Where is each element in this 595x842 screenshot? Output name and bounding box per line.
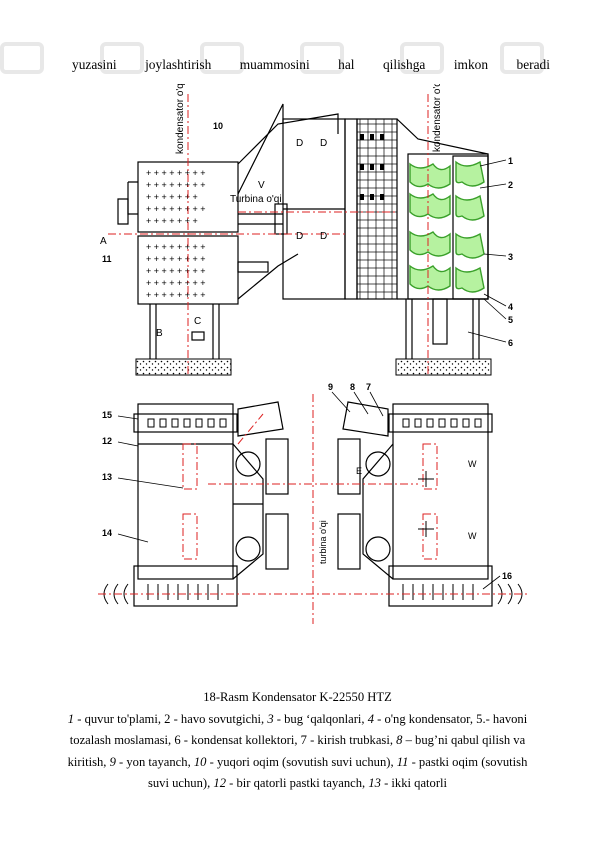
caption-num: 4 (367, 711, 374, 726)
caption-num: 11 (396, 754, 409, 769)
word: imkon (453, 57, 489, 72)
letter-e: E (356, 466, 362, 476)
turbina-oqi-label: Turbina o'qi (230, 194, 282, 205)
word: beradi (516, 57, 550, 72)
number-12: 12 (102, 436, 112, 446)
lower-labels: turbina o'qi E W W (318, 459, 477, 564)
caption-num: 1 (67, 711, 75, 726)
word: hal (338, 57, 355, 72)
svg-text:+ + + + + + + +: + + + + + + + + (146, 290, 206, 300)
caption-num: 3 (267, 711, 274, 726)
letter-v: V (258, 180, 265, 191)
number-5: 5 (508, 315, 513, 325)
watermark-frame (400, 42, 444, 74)
caption-num: 13 (368, 776, 381, 790)
caption-num: , 12 (207, 776, 226, 790)
caption-text: - quvur to'plami, 2 - havo sovutgichi, (74, 711, 268, 726)
figure-caption: 18-Rasm Kondensator K-22550 HTZ 1 - quvu… (60, 687, 535, 795)
watermark-frame (500, 42, 544, 74)
red-axis-lines-lower (98, 394, 528, 624)
number-14: 14 (102, 528, 112, 538)
lower-number-labels: 9 8 7 15 12 13 14 16 (102, 382, 512, 581)
word: muammosini (239, 57, 310, 72)
number-3: 3 (508, 252, 513, 262)
svg-text:+ + + + + + + +: + + + + + + + + (146, 278, 206, 288)
bolt-rows (147, 418, 482, 600)
condenser-technical-drawing: + + + + + + + + + + + + + + + + + + + + … (98, 84, 528, 624)
tube-grid-center (356, 118, 398, 300)
watermark-frame (300, 42, 344, 74)
red-axis-lines-upper (108, 94, 429, 374)
caption-title: 18-Rasm Kondensator K-22550 HTZ (203, 690, 392, 704)
foundation-right (395, 358, 492, 376)
foundation-left (135, 358, 232, 376)
lower-left-condenser (133, 403, 264, 607)
inlet-trunks (237, 401, 389, 437)
number-8: 8 (350, 382, 355, 392)
caption-text: - o'ng kondensator, 5.- havoni tozalash … (69, 711, 528, 748)
watermark-frame (200, 42, 244, 74)
letter-w: W (468, 531, 477, 541)
letter-d: D (320, 138, 327, 149)
svg-text:+ + + + + + + +: + + + + + + + + (146, 168, 206, 178)
caption-text: - bug ‘qalqonlari, (273, 711, 368, 726)
word: yuzasini (72, 57, 117, 72)
watermark-frame (100, 42, 144, 74)
lower-leader-lines (117, 391, 501, 590)
plus-marks-left: + + + + + + + + + + + + + + + + + + + + … (146, 168, 206, 300)
svg-text:+ + + + + + + +: + + + + + + + + (146, 242, 206, 252)
caption-num: 9 (109, 754, 116, 769)
caption-num: 10 (193, 754, 207, 769)
caption-num: 8 (396, 733, 403, 747)
svg-text:+ + + + + + + +: + + + + + + + + (146, 266, 206, 276)
caption-text: - ikki qatorli (380, 776, 448, 790)
letter-w: W (468, 459, 477, 469)
cross-marks (418, 471, 434, 537)
number-13: 13 (102, 472, 112, 482)
supports-upper (149, 298, 480, 359)
turbina-oqi-bottom-label: turbina o'qi (318, 520, 328, 564)
caption-text: – bug’ni qabul qilish va kiritish, (67, 733, 526, 769)
upper-labels: kondensator o'qi kondensator o'qi Turbin… (100, 84, 443, 339)
svg-text:+ + + + + + +: + + + + + + + (146, 216, 198, 226)
green-tube-bundles (409, 160, 485, 293)
body-text-line: yuzasini joylashtirish muammosini hal qi… (72, 57, 550, 73)
number-16: 16 (502, 571, 512, 581)
svg-text:+ + + + + + +: + + + + + + + (146, 192, 198, 202)
number-1: 1 (508, 156, 513, 166)
svg-text:+ + + + + + + +: + + + + + + + + (146, 254, 206, 264)
svg-text:+ + + + + + + +: + + + + + + + + (146, 180, 206, 190)
number-11: 11 (102, 254, 112, 264)
right-condenser-upper (396, 118, 489, 300)
leader-lines-right (467, 159, 507, 343)
word: qilishga (382, 57, 426, 72)
upper-number-labels: 10 1 2 3 4 5 6 11 (102, 121, 513, 348)
letter-a: A (100, 236, 107, 247)
number-15: 15 (102, 410, 112, 420)
caption-text: - pastki oqim (sovutish suvi uchun) (147, 754, 528, 791)
center-dots (360, 134, 384, 200)
turbine-exhaust-center (235, 438, 391, 570)
number-2: 2 (508, 180, 513, 190)
kondensator-oqi-left-label: kondensator o'qi (175, 84, 186, 154)
lower-right-condenser (362, 403, 493, 607)
number-9: 9 (328, 382, 333, 392)
caption-text: - yon tayanch, (115, 754, 194, 769)
svg-text:+ + + + + + + +: + + + + + + + + (146, 204, 206, 214)
letter-d: D (296, 138, 303, 149)
number-6: 6 (508, 338, 513, 348)
number-4: 4 (508, 302, 513, 312)
number-10: 10 (213, 121, 223, 131)
watermark-frame (0, 42, 44, 74)
word: joylashtirish (145, 57, 212, 72)
letter-d: D (296, 231, 303, 242)
kondensator-oqi-right-label: kondensator o'qi (432, 84, 443, 152)
letter-c: C (194, 316, 201, 327)
letter-b: B (156, 328, 163, 339)
letter-d: D (320, 231, 327, 242)
caption-text: - yuqori oqim (sovutish suvi uchun), (206, 754, 397, 769)
caption-text: - bir qatorli pastki tayanch, (225, 776, 369, 790)
number-7: 7 (366, 382, 371, 392)
